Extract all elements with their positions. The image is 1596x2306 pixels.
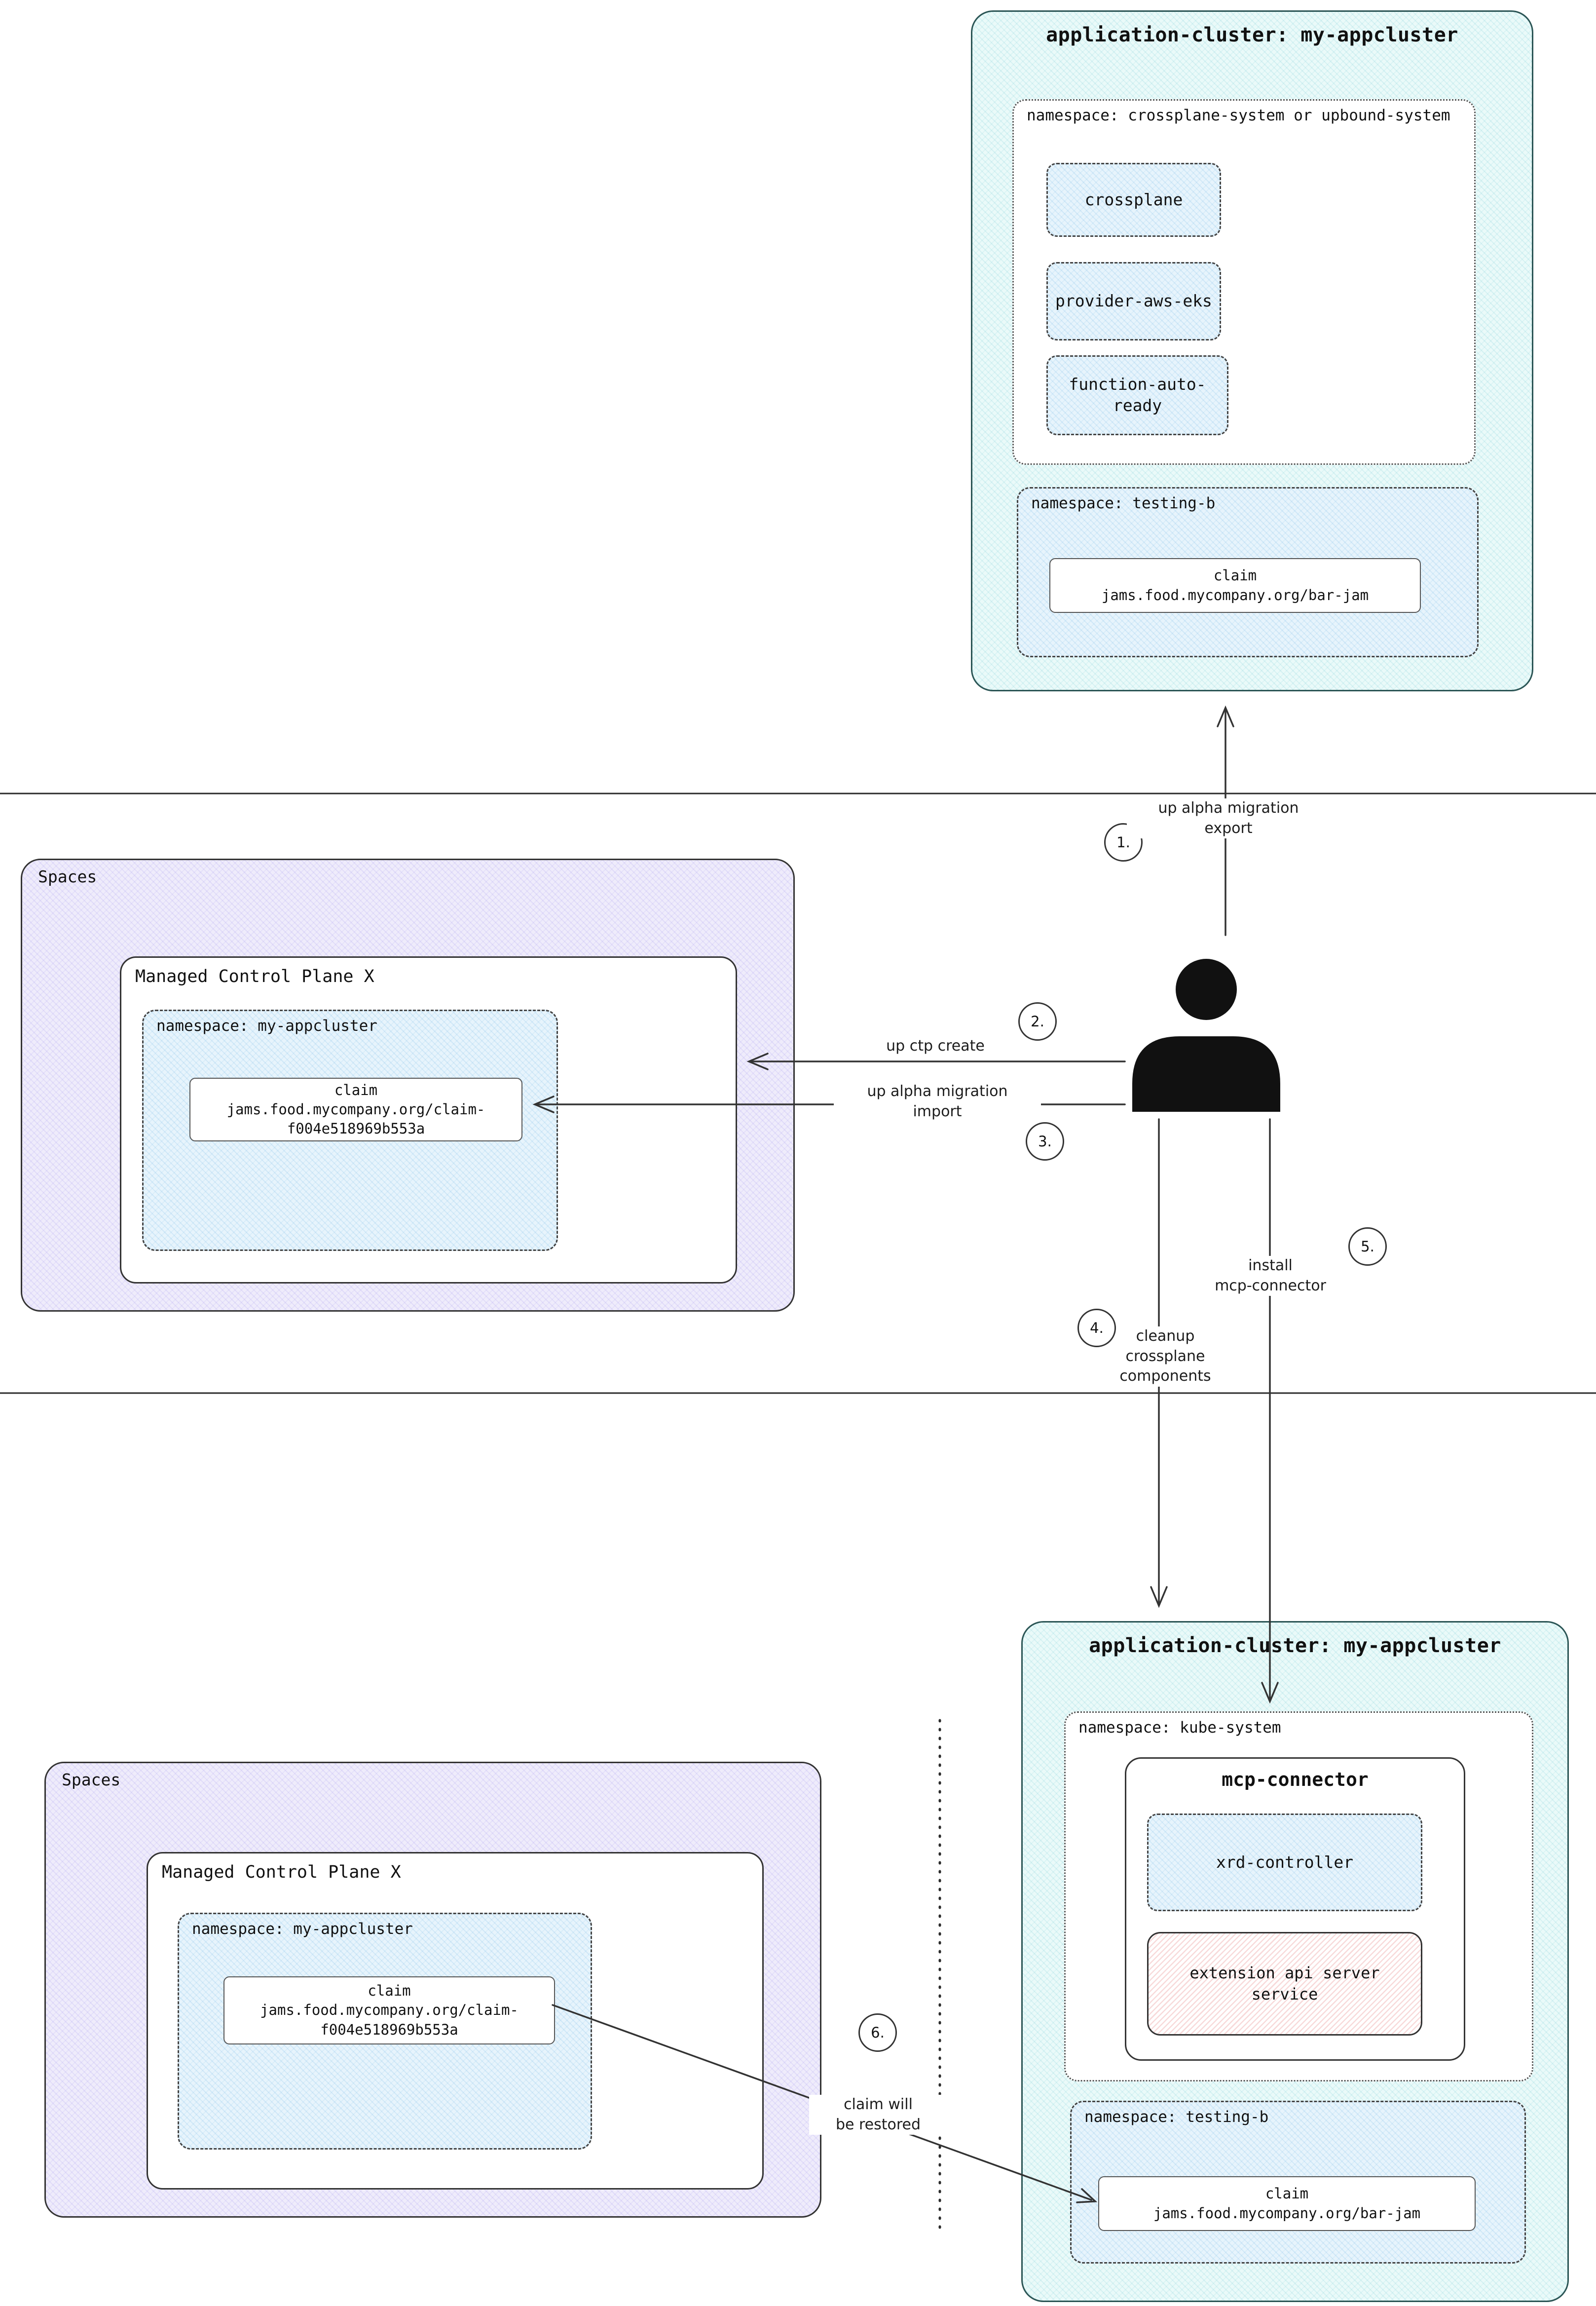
step-3-label: up alpha migration import <box>834 1082 1041 1122</box>
step-5-badge: 5. <box>1348 1227 1387 1266</box>
step-2-label: up ctp create <box>882 1036 989 1057</box>
top-claim-bar-jam-box: claim jams.food.mycompany.org/bar-jam <box>1049 558 1421 613</box>
bottom-namespace-testing-b-label: namespace: testing-b <box>1084 2108 1269 2126</box>
mid-mcp-label: Managed Control Plane X <box>135 967 374 986</box>
mid-namespace-my-appcluster-label: namespace: my-appcluster <box>156 1017 377 1035</box>
bottom-namespace-testing-b-box: namespace: testing-b claim jams.food.myc… <box>1070 2101 1526 2264</box>
step-3-badge: 3. <box>1026 1122 1064 1161</box>
mid-spaces-box: Spaces Managed Control Plane X namespace… <box>21 859 795 1312</box>
mid-namespace-my-appcluster-box: namespace: my-appcluster claim jams.food… <box>142 1010 558 1251</box>
extension-api-server-service-box: extension api server service <box>1147 1932 1422 2036</box>
bottom-mcp-label: Managed Control Plane X <box>162 1862 401 1882</box>
bottom-spaces-label: Spaces <box>62 1770 121 1789</box>
namespace-kube-system-label: namespace: kube-system <box>1078 1719 1281 1737</box>
user-icon <box>1132 959 1280 1112</box>
step-5-label: install mcp-connector <box>1199 1256 1342 1296</box>
mid-claim-box: claim jams.food.mycompany.org/claim- f00… <box>189 1078 522 1141</box>
function-auto-ready-component-box: function-auto- ready <box>1046 355 1228 435</box>
top-namespace-testing-b-label: namespace: testing-b <box>1031 494 1216 512</box>
top-namespace-testing-b-box: namespace: testing-b claim jams.food.myc… <box>1017 487 1479 657</box>
top-cluster-title: application-cluster: my-appcluster <box>1046 24 1458 46</box>
step-4-badge: 4. <box>1077 1309 1116 1347</box>
bottom-claim-bar-jam-box: claim jams.food.mycompany.org/bar-jam <box>1098 2176 1476 2231</box>
xrd-controller-box: xrd-controller <box>1147 1814 1422 1911</box>
namespace-crossplane-system-label: namespace: crossplane-system or upbound-… <box>1027 107 1450 124</box>
step-2-badge: 2. <box>1018 1002 1057 1041</box>
step-4-label: cleanup crossplane components <box>1116 1326 1215 1387</box>
bottom-namespace-my-appcluster-box: namespace: my-appcluster claim jams.food… <box>178 1913 592 2150</box>
step-6-label: claim will be restored <box>809 2095 947 2135</box>
bottom-namespace-my-appcluster-label: namespace: my-appcluster <box>192 1920 413 1938</box>
namespace-kube-system-box: namespace: kube-system mcp-connector xrd… <box>1064 1711 1533 2081</box>
bottom-cluster-title: application-cluster: my-appcluster <box>1089 1634 1501 1657</box>
mcp-connector-box: mcp-connector xrd-controller extension a… <box>1125 1757 1465 2061</box>
step-6-badge: 6. <box>858 2013 897 2052</box>
top-application-cluster-box: application-cluster: my-appcluster names… <box>971 10 1533 691</box>
crossplane-component-box: crossplane <box>1046 163 1221 237</box>
mid-managed-control-plane-box: Managed Control Plane X namespace: my-ap… <box>120 956 737 1284</box>
bottom-managed-control-plane-box: Managed Control Plane X namespace: my-ap… <box>147 1852 764 2190</box>
bottom-claim-box: claim jams.food.mycompany.org/claim- f00… <box>223 1976 555 2044</box>
bottom-application-cluster-box: application-cluster: my-appcluster names… <box>1021 1621 1569 2302</box>
mcp-connector-title: mcp-connector <box>1222 1769 1369 1790</box>
namespace-crossplane-system-box: namespace: crossplane-system or upbound-… <box>1012 99 1476 465</box>
step-1-label: up alpha migration export <box>1127 798 1330 838</box>
mid-spaces-label: Spaces <box>38 867 97 886</box>
bottom-spaces-box: Spaces Managed Control Plane X namespace… <box>44 1762 821 2218</box>
provider-aws-eks-component-box: provider-aws-eks <box>1046 262 1221 340</box>
arrow-install-mcp-connector <box>1261 1118 1279 1704</box>
